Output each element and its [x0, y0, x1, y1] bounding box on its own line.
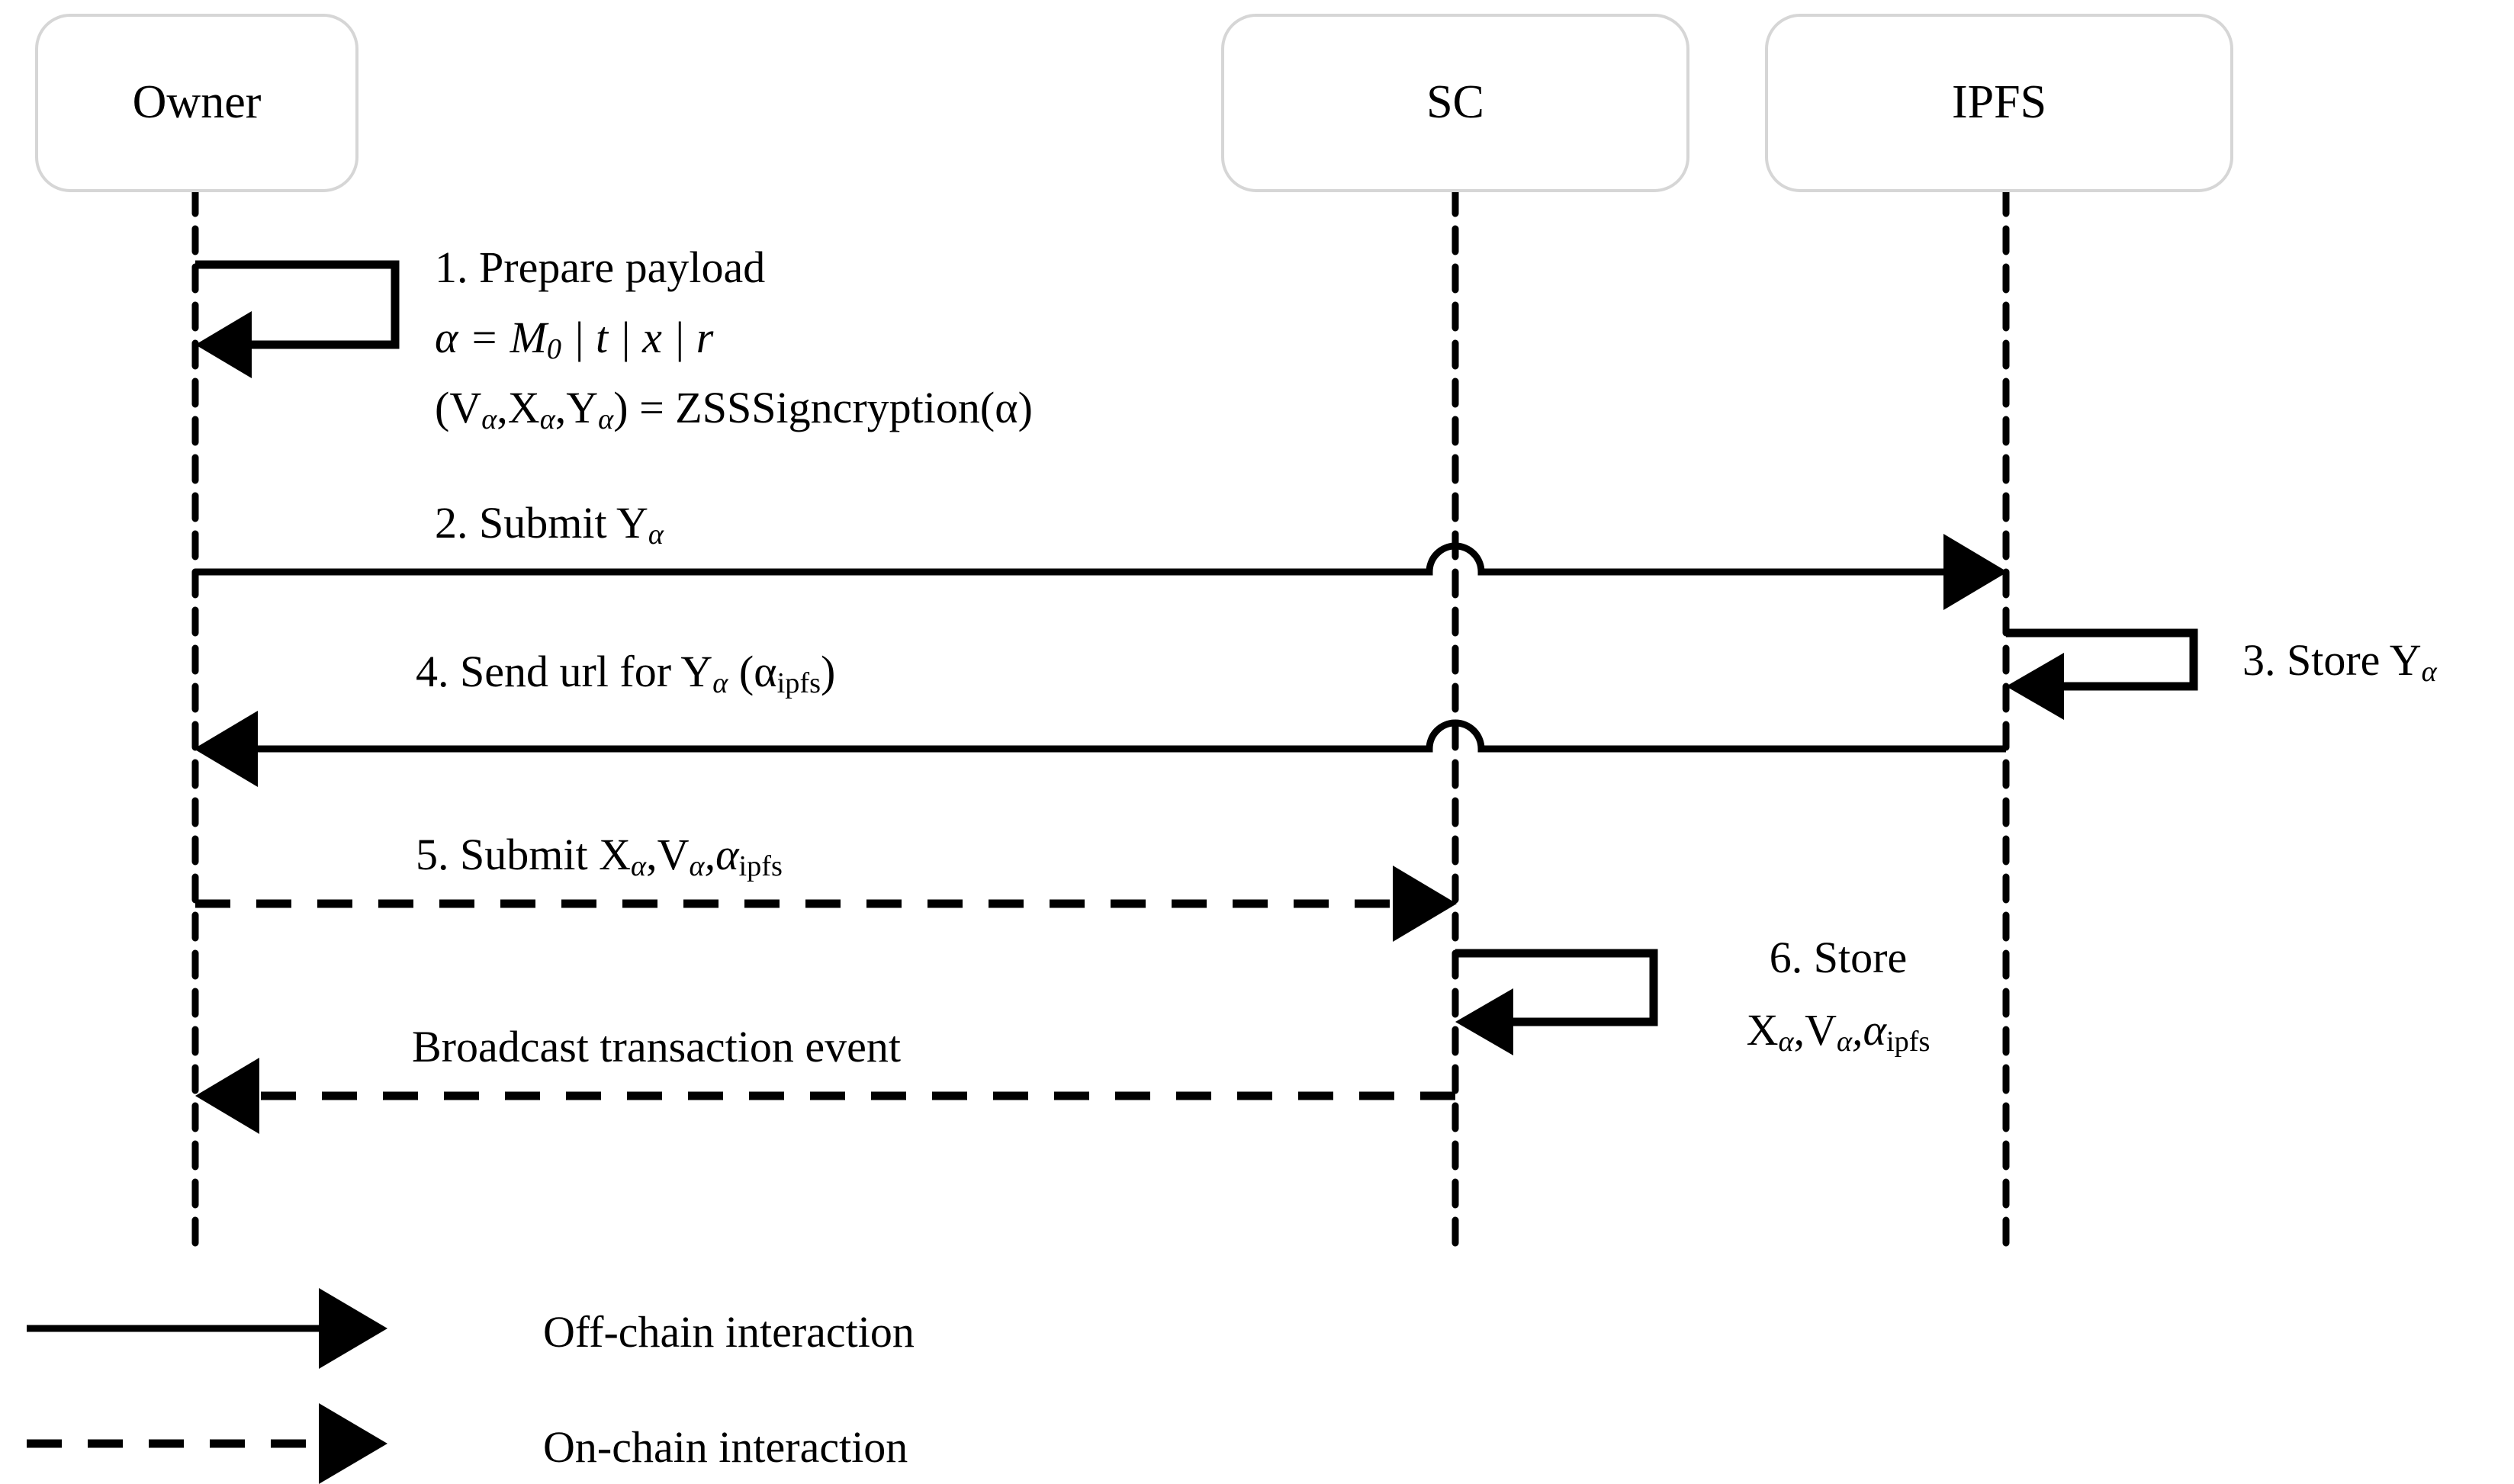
participant-box-owner[interactable]: Owner	[35, 14, 358, 192]
message-1-l3d: ) = ZSSSigncryption(α)	[613, 383, 1033, 432]
legend-item-on-chain: On-chain interaction	[27, 1403, 908, 1484]
message-6-store-xv[interactable]: 6. Store Xα,Vα,αipfs	[1455, 933, 1930, 1058]
message-1-alpha: α =	[435, 313, 510, 362]
participant-box-ipfs-rect[interactable]	[1765, 14, 2233, 192]
message-4-label-subscript-b: ipfs	[777, 667, 821, 699]
message-2-label: 2. Submit Yα	[435, 498, 664, 551]
participant-label-sc: SC	[1426, 76, 1484, 128]
message-5-label-subscript-c: ipfs	[739, 850, 783, 882]
message-5-label-c: ,α	[705, 830, 741, 879]
message-6-selfloop-path[interactable]	[1455, 949, 1658, 1026]
participant-label-ipfs: IPFS	[1952, 76, 2046, 128]
message-1-l3-sub2: α	[540, 403, 556, 435]
participant-box-sc-rect[interactable]	[1221, 14, 1689, 192]
message-1-rest: | t | x | r	[561, 313, 714, 362]
message-5-submit-xv[interactable]: 5. Submit Xα,Vα,αipfs	[195, 830, 1457, 942]
message-1-l3-sub1: α	[481, 403, 497, 435]
message-2-arrowhead	[1943, 534, 2008, 610]
message-4-label-a: 4. Send url for Y	[416, 647, 712, 696]
message-2-label-subscript: α	[648, 519, 664, 551]
message-1-m-subscript: 0	[547, 333, 561, 365]
message-4-label-subscript-a: α	[712, 667, 728, 699]
message-6-label-subscript-c: ipfs	[1886, 1026, 1930, 1058]
participant-box-owner-rect[interactable]	[35, 14, 358, 192]
message-broadcast-transaction-event[interactable]: Broadcast transaction event	[195, 1022, 1455, 1134]
message-1-m: M	[510, 313, 549, 362]
message-3-label: 3. Store Yα	[2242, 635, 2438, 688]
message-4-send-url[interactable]: 4. Send url for Yα (αipfs)	[194, 647, 2006, 787]
message-1-label-line3: (Vα,Xα,Yα) = ZSSSigncryption(α)	[435, 383, 1033, 435]
message-1-prepare-payload[interactable]: 1. Prepare payload α = M0 | t | x | r (V…	[195, 243, 1033, 435]
message-4-label: 4. Send url for Yα (αipfs)	[416, 647, 835, 699]
legend-on-chain-arrowhead	[319, 1403, 387, 1484]
message-5-label-subscript-a: α	[631, 850, 647, 882]
message-1-l3c: ,Y	[555, 383, 598, 432]
message-1-label-line2: α = M0 | t | x | r	[435, 313, 714, 365]
message-1-l3a: (V	[435, 383, 481, 432]
message-2-label-text: 2. Submit Y	[435, 498, 648, 548]
message-6-label-a: X	[1747, 1005, 1779, 1055]
message-4-label-c: )	[821, 647, 835, 696]
message-5-label-b: ,V	[646, 830, 690, 879]
legend-off-chain-label: Off-chain interaction	[543, 1307, 915, 1357]
message-4-line[interactable]	[248, 719, 2006, 753]
message-6-label-subscript-a: α	[1778, 1026, 1794, 1058]
message-1-arrowhead	[195, 311, 252, 378]
participant-box-ipfs[interactable]: IPFS	[1765, 14, 2233, 192]
message-1-l3b: ,X	[497, 383, 539, 432]
message-1-selfloop-path[interactable]	[195, 260, 400, 349]
message-4-label-b: (α	[728, 647, 776, 696]
message-2-line[interactable]	[195, 542, 1953, 576]
participant-label-owner: Owner	[133, 76, 262, 128]
message-6-label-line1: 6. Store	[1770, 933, 1907, 982]
message-6-label-line2: Xα,Vα,αipfs	[1747, 1005, 1931, 1058]
message-6-label-b: ,V	[1794, 1005, 1837, 1055]
message-1-label-line1: 1. Prepare payload	[435, 243, 765, 292]
message-broadcast-arrowhead	[195, 1058, 259, 1134]
message-5-label-a: 5. Submit X	[416, 830, 631, 879]
message-broadcast-label: Broadcast transaction event	[412, 1022, 901, 1071]
message-6-arrowhead	[1455, 988, 1513, 1055]
message-6-label-c: ,α	[1852, 1005, 1888, 1055]
participant-box-sc[interactable]: SC	[1221, 14, 1689, 192]
participant-boxes-group: Owner SC IPFS	[35, 14, 2233, 192]
message-4-arrowhead	[194, 711, 258, 787]
legend-item-off-chain: Off-chain interaction	[27, 1288, 915, 1369]
message-5-arrowhead	[1393, 866, 1457, 942]
message-6-label-subscript-b: α	[1837, 1026, 1853, 1058]
message-3-arrowhead	[2006, 653, 2064, 720]
message-3-label-text: 3. Store Y	[2242, 635, 2422, 685]
message-3-store-y[interactable]: 3. Store Yα	[2006, 628, 2438, 720]
legend-on-chain-label: On-chain interaction	[543, 1422, 908, 1472]
message-5-label: 5. Submit Xα,Vα,αipfs	[416, 830, 783, 882]
message-1-l3-sub3: α	[598, 403, 614, 435]
message-3-label-subscript: α	[2422, 656, 2438, 688]
legend-off-chain-arrowhead	[319, 1288, 387, 1369]
message-2-submit-y[interactable]: 2. Submit Yα	[195, 498, 2008, 610]
legend: Off-chain interaction On-chain interacti…	[27, 1288, 915, 1484]
message-3-selfloop-path[interactable]	[2006, 628, 2198, 691]
message-5-label-subscript-b: α	[689, 850, 705, 882]
